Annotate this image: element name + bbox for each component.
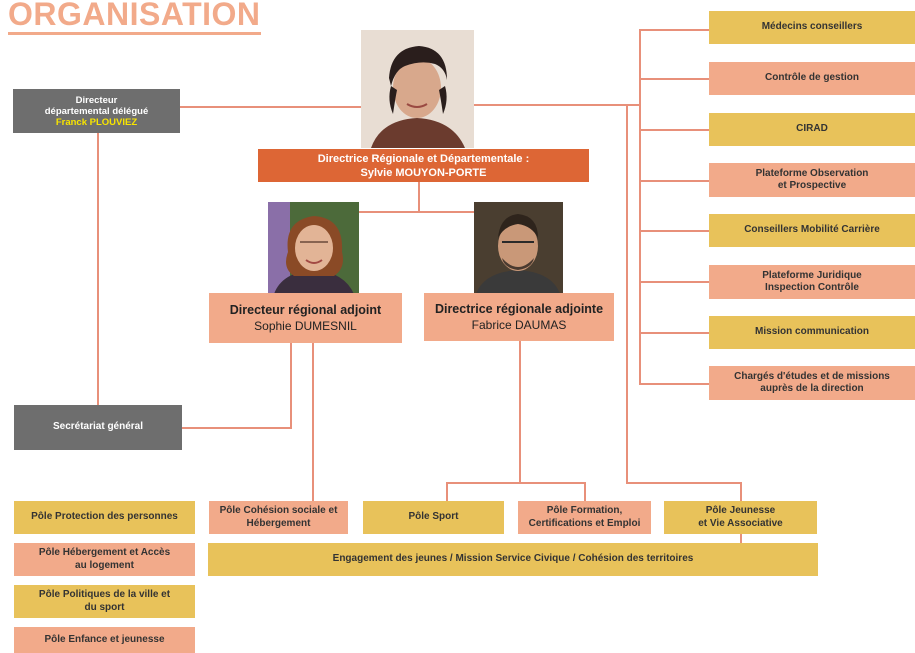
connector-secretariat-vertical	[290, 343, 292, 428]
left-pole-politiques: Pôle Politiques de la ville et du sport	[14, 585, 195, 618]
connector-adjoint2-down	[519, 341, 521, 483]
adjoint1-role: Directeur régional adjoint	[229, 303, 382, 317]
connector-right-branch-3	[639, 129, 709, 131]
director-title: Directrice Régionale et Départementale :	[317, 152, 530, 165]
engagement-bar: Engagement des jeunes / Mission Service …	[208, 543, 818, 576]
director-box: Directrice Régionale et Départementale :…	[258, 149, 589, 182]
director-photo	[361, 30, 474, 148]
connector-right-branch-8	[639, 383, 709, 385]
left-pole-protection: Pôle Protection des personnes	[14, 501, 195, 534]
delegate-name: Franck PLOUVIEZ	[55, 116, 138, 128]
connector-poles-horizontal	[446, 482, 585, 484]
connector-sport-vertical	[446, 482, 448, 501]
left-pole-enfance: Pôle Enfance et jeunesse	[14, 627, 195, 653]
connector-right-branch-1	[639, 29, 709, 31]
right-box-mobilite: Conseillers Mobilité Carrière	[709, 214, 915, 247]
connector-right-branch-7	[639, 332, 709, 334]
secretariat-box: Secrétariat général	[14, 405, 182, 450]
connector-engagement	[740, 533, 742, 545]
connector-jeunesse-vertical	[626, 106, 628, 484]
right-box-etudes: Chargés d'études et de missions auprès d…	[709, 366, 915, 400]
connector-delegate-vertical	[97, 133, 99, 406]
connector-right-branch-6	[639, 281, 709, 283]
adjoint2-role: Directrice régionale adjointe	[434, 302, 604, 316]
connector-director-down	[418, 182, 420, 212]
right-box-juridique: Plateforme Juridique Inspection Contrôle	[709, 265, 915, 299]
right-box-communication: Mission communication	[709, 316, 915, 349]
adjoint1-photo	[268, 202, 359, 294]
director-name: Sylvie MOUYON-PORTE	[360, 166, 487, 179]
connector-adjoints-horizontal	[313, 211, 520, 213]
connector-cohesion-vertical	[312, 343, 314, 502]
connector-delegate-horizontal	[180, 106, 361, 108]
right-box-cirad: CIRAD	[709, 113, 915, 146]
connector-right-branch-2	[639, 78, 709, 80]
page-title: ORGANISATION	[8, 0, 261, 35]
pole-jeunesse: Pôle Jeunesse et Vie Associative	[664, 501, 817, 534]
left-pole-hebergement: Pôle Hébergement et Accès au logement	[14, 543, 195, 576]
adjoint2-name: Fabrice DAUMAS	[471, 318, 567, 332]
connector-right-branch-5	[639, 230, 709, 232]
right-box-medecins: Médecins conseillers	[709, 11, 915, 44]
connector-right-spine	[639, 29, 641, 385]
pole-formation: Pôle Formation, Certifications et Emploi	[518, 501, 651, 534]
pole-cohesion: Pôle Cohésion sociale et Hébergement	[209, 501, 348, 534]
connector-director-right	[474, 104, 640, 106]
connector-jeunesse-down	[740, 482, 742, 502]
adjoint2-photo	[474, 202, 563, 294]
delegate-title-1: Directeur	[75, 94, 118, 106]
right-box-observation: Plateforme Observation et Prospective	[709, 163, 915, 197]
connector-jeunesse-horizontal	[626, 482, 741, 484]
right-box-controle: Contrôle de gestion	[709, 62, 915, 95]
adjoint1-name: Sophie DUMESNIL	[254, 319, 357, 333]
pole-sport: Pôle Sport	[363, 501, 504, 534]
adjoint1-box: Directeur régional adjoint Sophie DUMESN…	[209, 293, 402, 343]
connector-secretariat-horizontal	[182, 427, 292, 429]
connector-right-branch-4	[639, 180, 709, 182]
delegate-director-box: Directeur départemental délégué Franck P…	[13, 89, 180, 133]
adjoint2-box: Directrice régionale adjointe Fabrice DA…	[424, 293, 614, 341]
delegate-title-2: départemental délégué	[44, 105, 149, 117]
connector-formation-vertical	[584, 482, 586, 501]
